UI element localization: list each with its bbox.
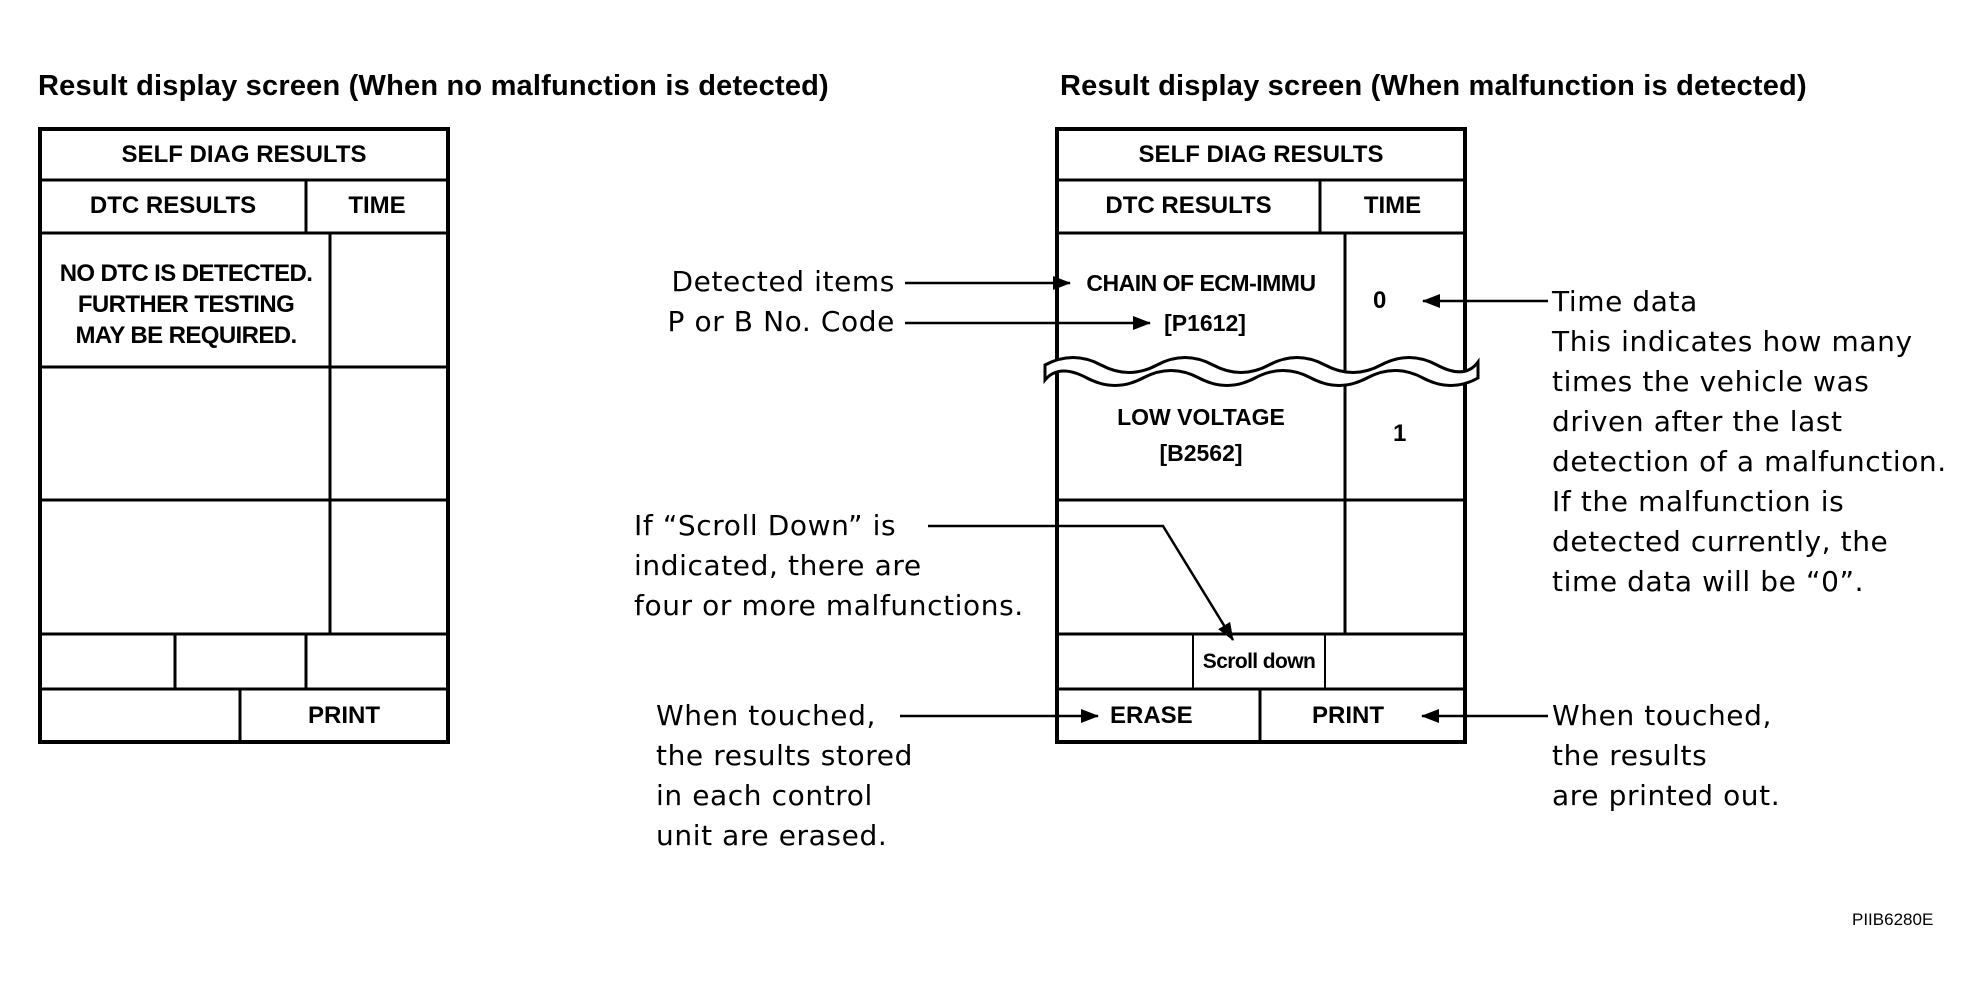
callout-line: If “Scroll Down” is bbox=[634, 509, 897, 542]
left-table-title: SELF DIAG RESULTS bbox=[121, 141, 367, 168]
callout-line: time data will be “0”. bbox=[1552, 565, 1865, 598]
dtc-row1-name: CHAIN OF ECM-IMMU bbox=[1086, 270, 1316, 296]
callout-line: indicated, there are bbox=[634, 549, 922, 582]
callout-line: the results bbox=[1552, 739, 1708, 772]
callout-line: When touched, bbox=[656, 699, 877, 732]
figure-code: PIIB6280E bbox=[1852, 910, 1934, 929]
left-col-dtc-results: DTC RESULTS bbox=[89, 192, 257, 219]
right-col-time: TIME bbox=[1363, 192, 1422, 219]
callout-line: unit are erased. bbox=[656, 819, 888, 852]
right-panel-heading: Result display screen (When malfunction … bbox=[1060, 70, 1807, 102]
callout-line: times the vehicle was bbox=[1552, 365, 1870, 398]
no-dtc-message: NO DTC IS DETECTED. FURTHER TESTING MAY … bbox=[40, 258, 332, 351]
no-dtc-line: MAY BE REQUIRED. bbox=[75, 322, 297, 349]
callout-line: Time data bbox=[1552, 285, 1698, 318]
erase-callout: When touched, the results stored in each… bbox=[656, 696, 913, 856]
dtc-row1-time: 0 bbox=[1373, 287, 1387, 314]
callout-line: are printed out. bbox=[1552, 779, 1781, 812]
left-print-button[interactable]: PRINT bbox=[308, 702, 380, 729]
left-col-time: TIME bbox=[348, 192, 406, 219]
erase-button[interactable]: ERASE bbox=[1110, 702, 1193, 729]
dtc-row2-name: LOW VOLTAGE bbox=[1117, 404, 1285, 430]
no-dtc-line: FURTHER TESTING bbox=[77, 291, 295, 318]
callout-line: This indicates how many bbox=[1552, 325, 1913, 358]
right-table-title: SELF DIAG RESULTS bbox=[1138, 141, 1384, 168]
code-callout: P or B No. Code bbox=[667, 305, 895, 338]
callout-line: the results stored bbox=[656, 739, 913, 772]
time-data-callout: Time data This indicates how many times … bbox=[1552, 282, 1947, 602]
scroll-down-label[interactable]: Scroll down bbox=[1202, 650, 1316, 673]
left-panel-heading: Result display screen (When no malfuncti… bbox=[38, 70, 829, 102]
scroll-down-arrow bbox=[928, 524, 1235, 641]
detected-items-callout: Detected items bbox=[671, 265, 895, 298]
callout-line: When touched, bbox=[1552, 699, 1773, 732]
print-callout: When touched, the results are printed ou… bbox=[1552, 696, 1780, 816]
no-dtc-line: NO DTC IS DETECTED. bbox=[59, 260, 313, 287]
right-table-frame bbox=[1055, 127, 1467, 744]
dtc-row1-code: [P1612] bbox=[1164, 310, 1246, 336]
callout-line: If the malfunction is bbox=[1552, 485, 1845, 518]
callout-line: detected currently, the bbox=[1552, 525, 1889, 558]
right-col-dtc-results: DTC RESULTS bbox=[1105, 192, 1272, 219]
wavy-break bbox=[1043, 356, 1480, 387]
callout-line: detection of a malfunction. bbox=[1552, 445, 1947, 478]
dtc-row2-code: [B2562] bbox=[1159, 440, 1243, 466]
left-table-frame bbox=[38, 127, 450, 744]
right-print-button[interactable]: PRINT bbox=[1312, 702, 1384, 729]
callout-line: driven after the last bbox=[1552, 405, 1843, 438]
callout-line: four or more malfunctions. bbox=[634, 589, 1024, 622]
scroll-down-callout: If “Scroll Down” is indicated, there are… bbox=[634, 506, 1024, 626]
callout-line: in each control bbox=[656, 779, 873, 812]
dtc-row2-time: 1 bbox=[1393, 420, 1407, 447]
